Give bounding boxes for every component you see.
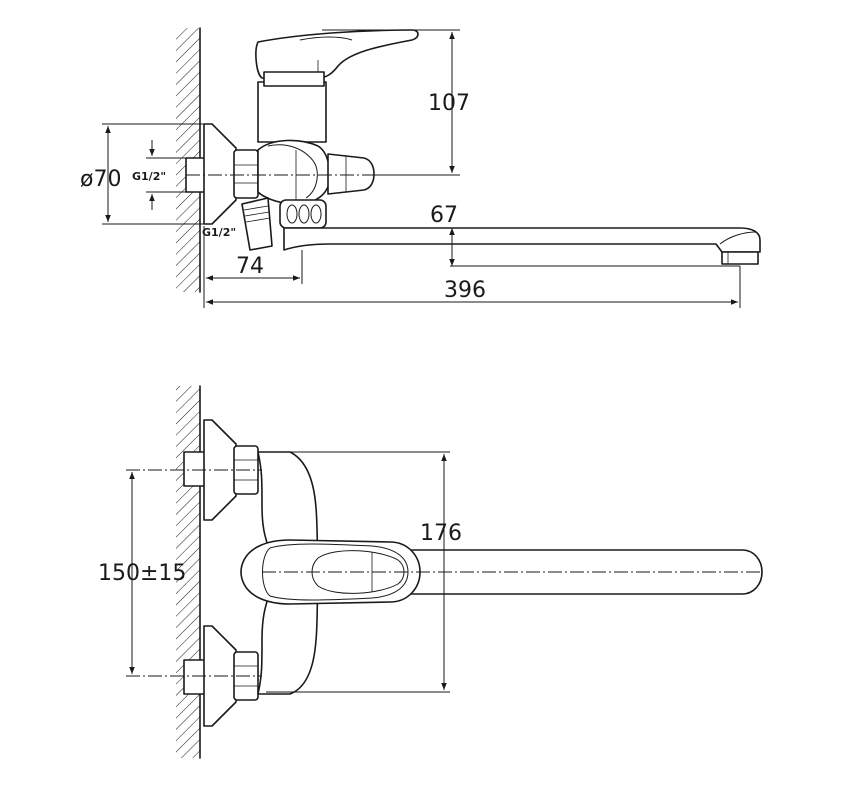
lever-handle: [255, 29, 419, 79]
cartridge-collar: [263, 71, 325, 87]
lower-inlet-pipe: [183, 659, 207, 695]
dim-label-thread-outlet: G1/2": [202, 226, 236, 239]
dim-label-396: 396: [444, 278, 486, 303]
hex-nut: [233, 149, 259, 199]
dim-label-176: 176: [420, 521, 462, 546]
side-view: 107 67 ø70 G1/2" G1/2" 74 396: [80, 27, 761, 308]
dim-label-74: 74: [236, 254, 264, 279]
escutcheon-flange: [203, 123, 237, 225]
top-view: 176 150±15: [98, 385, 763, 759]
dim-label-107: 107: [428, 91, 470, 116]
wall-hatch-bottom: [176, 386, 200, 758]
dim-label-67: 67: [430, 203, 458, 228]
dim-label-thread-inlet: G1/2": [132, 170, 166, 183]
aerator: [721, 251, 759, 265]
mixer-ball: [257, 139, 331, 205]
faucet-body: [257, 81, 327, 143]
upper-inlet-pipe: [183, 451, 207, 487]
diverter-knob: [327, 153, 375, 195]
shower-outlet: [241, 197, 273, 251]
spout: [283, 227, 761, 253]
dim-label-150: 150±15: [98, 561, 186, 586]
dim-label-diameter: ø70: [80, 167, 121, 192]
lever-grip: [311, 550, 405, 594]
